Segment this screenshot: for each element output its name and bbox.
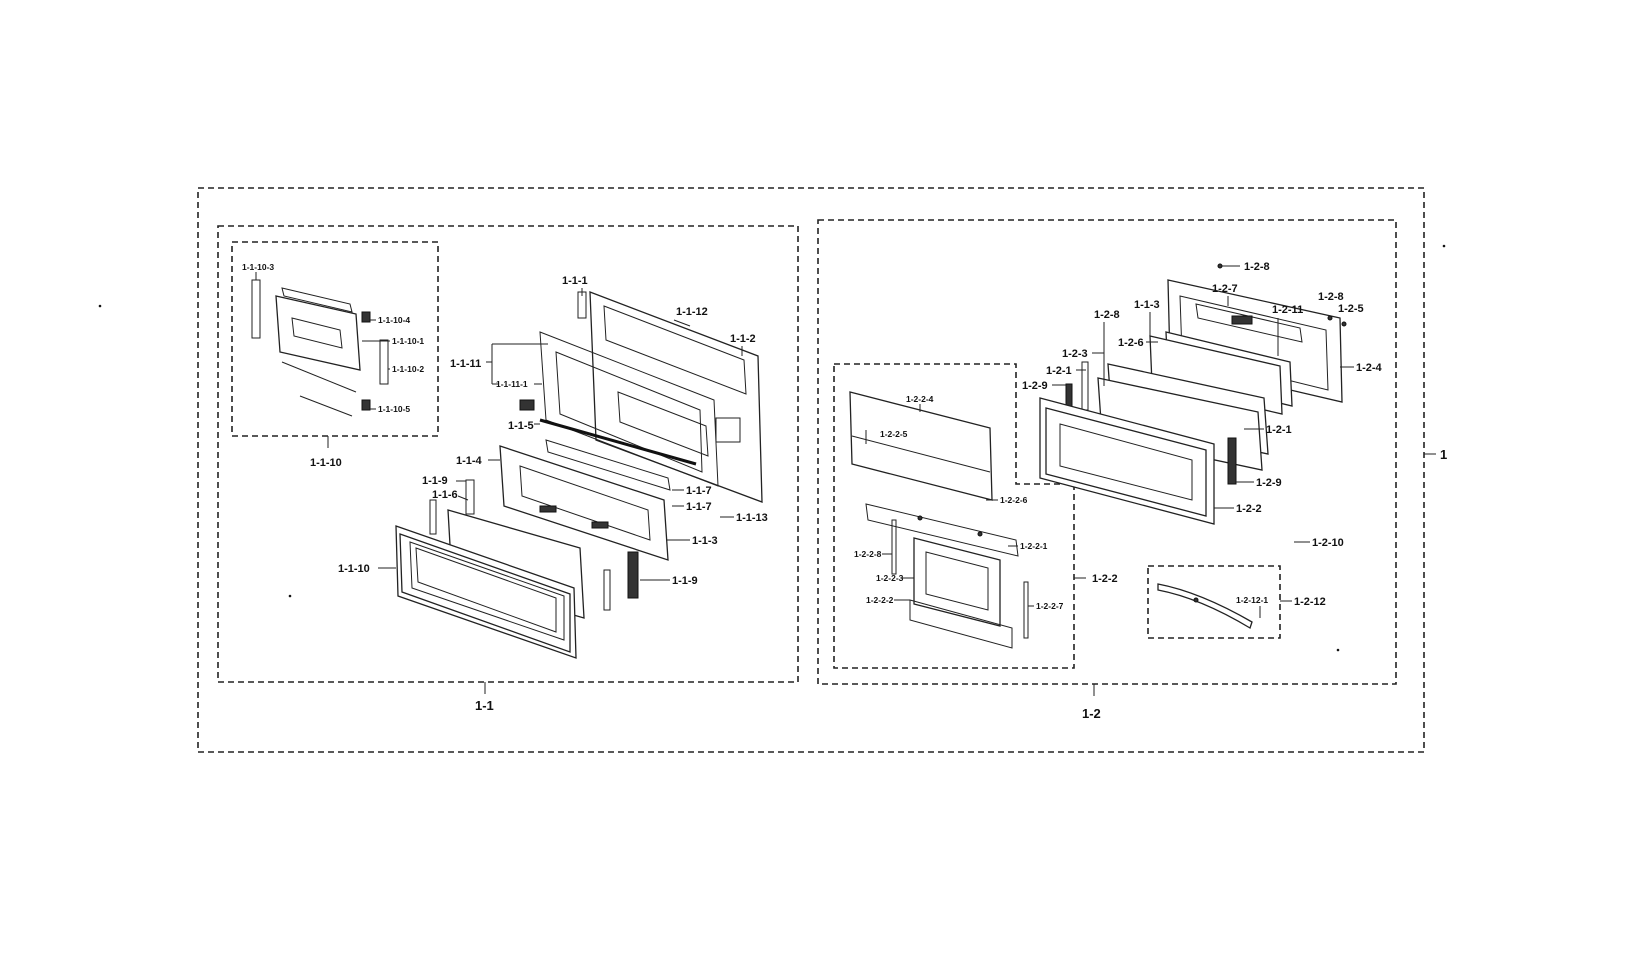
label-1-1-13: 1-1-13 bbox=[736, 512, 768, 524]
label-1-1-3r: 1-1-3 bbox=[1134, 299, 1160, 311]
label-1-2-3: 1-2-3 bbox=[1062, 348, 1088, 360]
label-1-1-10-4: 1-1-10-4 bbox=[378, 315, 410, 325]
label-1-1-11-1: 1-1-11-1 bbox=[496, 379, 528, 389]
label-1-2-8c: 1-2-8 bbox=[1094, 309, 1120, 321]
label-1-2-7: 1-2-7 bbox=[1212, 283, 1238, 295]
label-1-1-10: 1-1-10 bbox=[338, 563, 370, 575]
detail-1-1-10-boundary bbox=[231, 241, 439, 437]
label-1-1-10-1: 1-1-10-1 bbox=[392, 336, 424, 346]
label-1-2-2-box: 1-2-2 bbox=[1092, 573, 1118, 585]
label-1-2-2-7: 1-2-2-7 bbox=[1036, 601, 1064, 611]
label-1-1-2: 1-1-2 bbox=[730, 333, 756, 345]
label-1-2-2-4: 1-2-2-4 bbox=[906, 394, 934, 404]
label-1-2-9b: 1-2-9 bbox=[1256, 477, 1282, 489]
part-1-1-5-gasket bbox=[519, 399, 697, 466]
label-1-2-2-3: 1-2-2-3 bbox=[876, 573, 904, 583]
label-1-2-5: 1-2-5 bbox=[1338, 303, 1364, 315]
label-1-2-1a: 1-2-1 bbox=[1046, 365, 1072, 377]
label-1-2-2-1: 1-2-2-1 bbox=[1020, 541, 1048, 551]
part-1-1-4-inner-panel bbox=[499, 439, 671, 561]
label-1-1-9a: 1-1-9 bbox=[422, 475, 448, 487]
label-1-2-10: 1-2-10 bbox=[1312, 537, 1344, 549]
label-1-1-7b: 1-1-7 bbox=[686, 501, 712, 513]
label-1-2: 1-2 bbox=[1082, 706, 1101, 721]
detail-door-inner-assembly bbox=[251, 279, 389, 417]
label-1-2-8b: 1-2-8 bbox=[1318, 291, 1344, 303]
detail-1-2-12-boundary bbox=[1147, 565, 1281, 639]
label-1-1-10-2: 1-1-10-2 bbox=[392, 364, 424, 374]
label-1-2-6: 1-2-6 bbox=[1118, 337, 1144, 349]
part-1-2-2-outer-drawer bbox=[1039, 397, 1237, 525]
label-1: 1 bbox=[1440, 447, 1447, 462]
label-1-2-2: 1-2-2 bbox=[1236, 503, 1262, 515]
part-1-1-10-outer-door bbox=[395, 525, 577, 659]
assembly-1-2-boundary bbox=[817, 219, 1397, 685]
label-1-2-12-1: 1-2-12-1 bbox=[1236, 595, 1268, 605]
assembly-1-boundary bbox=[197, 187, 1425, 753]
assembly-1-1-boundary bbox=[217, 225, 799, 683]
part-1-2-6-glass bbox=[1097, 331, 1293, 471]
label-1-1-10-box: 1-1-10 bbox=[310, 457, 342, 469]
label-1-1-3: 1-1-3 bbox=[692, 535, 718, 547]
label-1-1-5: 1-1-5 bbox=[508, 420, 534, 432]
label-1-2-2-2: 1-2-2-2 bbox=[866, 595, 894, 605]
part-1-2-12-handle bbox=[1157, 583, 1253, 629]
label-1-2-11: 1-2-11 bbox=[1272, 304, 1303, 316]
label-1-2-1b: 1-2-1 bbox=[1266, 424, 1292, 436]
label-1-1-4: 1-1-4 bbox=[456, 455, 483, 467]
label-1-2-4: 1-2-4 bbox=[1356, 362, 1383, 374]
label-1-1-10-3: 1-1-10-3 bbox=[242, 262, 274, 272]
label-1-2-8a: 1-2-8 bbox=[1244, 261, 1270, 273]
label-1-1-1: 1-1-1 bbox=[562, 275, 588, 287]
label-1-1-9b: 1-1-9 bbox=[672, 575, 698, 587]
label-1-1-12: 1-1-12 bbox=[676, 306, 708, 318]
label-1-1-10-5: 1-1-10-5 bbox=[378, 404, 410, 414]
label-1-1-7a: 1-1-7 bbox=[686, 485, 712, 497]
label-1-2-2-8: 1-2-2-8 bbox=[854, 549, 882, 559]
part-1-1-2-frame bbox=[539, 291, 763, 503]
label-1-2-12: 1-2-12 bbox=[1294, 596, 1326, 608]
label-1-2-2-5: 1-2-2-5 bbox=[880, 429, 908, 439]
detail-drawer-front-assembly bbox=[849, 391, 1029, 649]
label-1-2-9a: 1-2-9 bbox=[1022, 380, 1048, 392]
label-1-1: 1-1 bbox=[475, 698, 494, 713]
label-1-2-2-6: 1-2-2-6 bbox=[1000, 495, 1028, 505]
label-1-1-6: 1-1-6 bbox=[432, 489, 458, 501]
label-1-1-11: 1-1-11 bbox=[450, 358, 481, 370]
